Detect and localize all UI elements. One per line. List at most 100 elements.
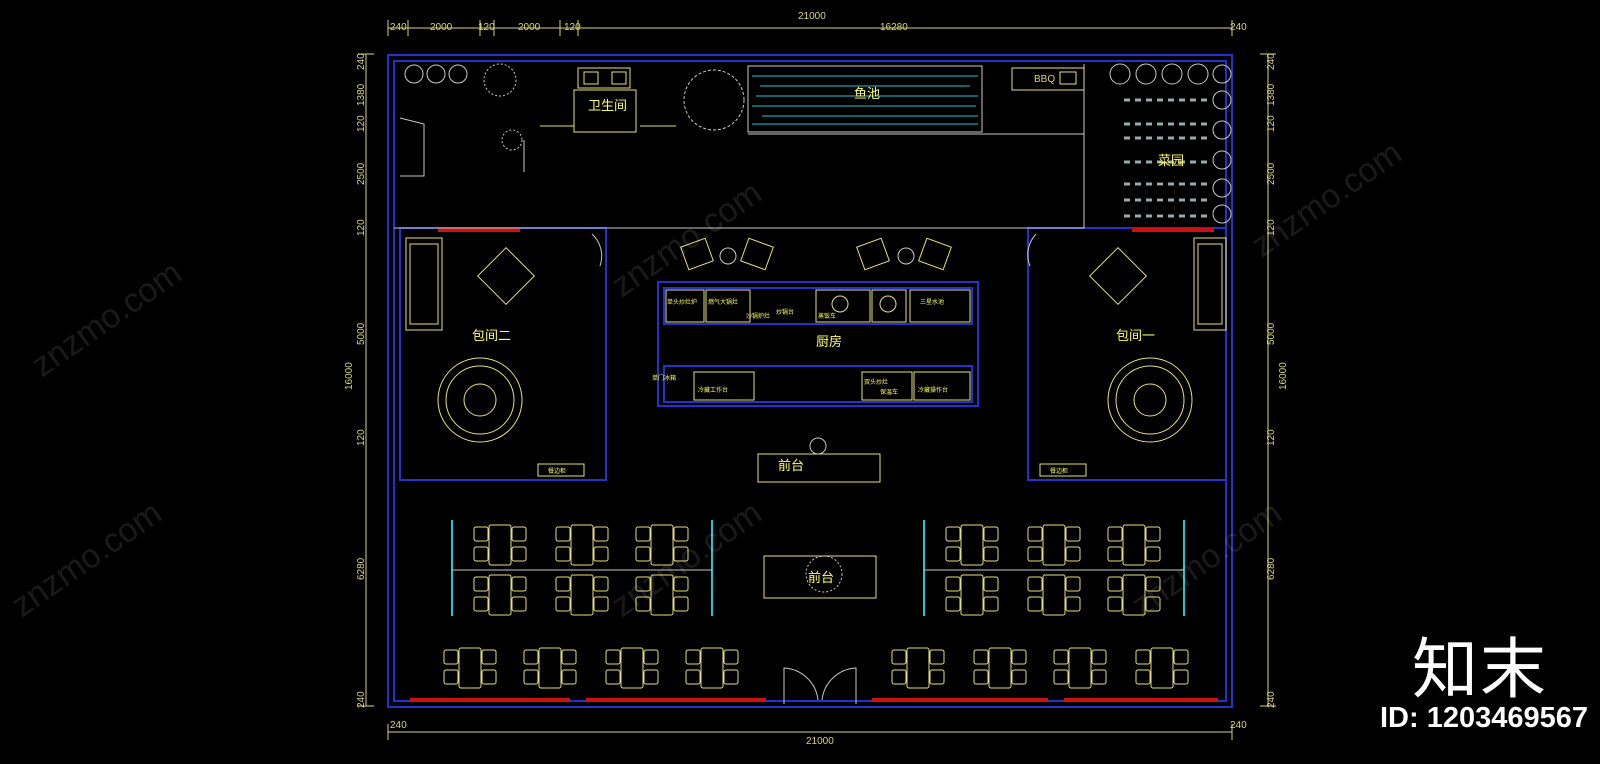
dining-chair bbox=[561, 669, 577, 685]
dining-table bbox=[488, 524, 512, 566]
dining-chair bbox=[1145, 576, 1161, 592]
dining-chair bbox=[1091, 649, 1107, 665]
svg-text:240: 240 bbox=[356, 691, 367, 708]
dining-chair bbox=[511, 576, 527, 592]
dining-chair bbox=[635, 526, 651, 542]
dining-chair bbox=[1027, 576, 1043, 592]
kitchen-labels: 单头炒灶炉 燃气大锅灶 沙锅炉灶 炒锅台 蒸饭车 三星水池 单门冰箱 冷藏工作台… bbox=[652, 298, 948, 396]
svg-text:120: 120 bbox=[356, 115, 367, 132]
dining-chair bbox=[1145, 546, 1161, 562]
dimension-lines bbox=[358, 20, 1276, 740]
dining-table bbox=[960, 574, 984, 616]
dim-top-0: 240 bbox=[390, 22, 407, 33]
dim-top-3: 2000 bbox=[518, 22, 541, 33]
dining-chair bbox=[983, 576, 999, 592]
dining-chair bbox=[473, 596, 489, 612]
dining-chair bbox=[1065, 596, 1081, 612]
dining-table bbox=[1150, 647, 1174, 689]
svg-text:三星水池: 三星水池 bbox=[920, 298, 944, 306]
dining-chair bbox=[723, 649, 739, 665]
kitchen-stools bbox=[680, 237, 952, 271]
dining-table bbox=[1042, 524, 1066, 566]
dining-table bbox=[650, 574, 674, 616]
room-label-toilet: 卫生间 bbox=[588, 99, 627, 114]
dim-top-7: 240 bbox=[1230, 22, 1247, 33]
dining-chair bbox=[561, 649, 577, 665]
dining-chair bbox=[443, 669, 459, 685]
dining-chair bbox=[1027, 526, 1043, 542]
dining-chair bbox=[673, 546, 689, 562]
dining-chair bbox=[1053, 649, 1069, 665]
room-label-private-two: 包间二 bbox=[472, 329, 511, 344]
dining-chair bbox=[685, 669, 701, 685]
dining-chair bbox=[945, 526, 961, 542]
dining-chair bbox=[593, 546, 609, 562]
dining-chair bbox=[1027, 596, 1043, 612]
kitchen-equipment bbox=[665, 289, 971, 401]
dimension-text-left: 240 1380 120 2500 120 5000 16000 120 628… bbox=[344, 53, 367, 708]
dining-chair bbox=[511, 526, 527, 542]
svg-text:单头炒灶炉: 单头炒灶炉 bbox=[667, 298, 697, 306]
svg-text:16000: 16000 bbox=[1278, 362, 1289, 390]
dining-table bbox=[570, 524, 594, 566]
room-label-garden: 菜园 bbox=[1158, 154, 1184, 169]
dining-chair bbox=[1107, 526, 1123, 542]
bar-counter bbox=[763, 555, 877, 599]
svg-text:燃气大锅灶: 燃气大锅灶 bbox=[708, 298, 738, 306]
dining-chair bbox=[1107, 576, 1123, 592]
dining-chair bbox=[481, 669, 497, 685]
svg-text:120: 120 bbox=[1266, 115, 1277, 132]
svg-text:240: 240 bbox=[1266, 53, 1277, 70]
dining-chair bbox=[523, 649, 539, 665]
dining-chair bbox=[1053, 669, 1069, 685]
dining-table bbox=[700, 647, 724, 689]
dining-chair bbox=[555, 576, 571, 592]
svg-text:冷藏工作台: 冷藏工作台 bbox=[698, 386, 728, 394]
dining-table bbox=[1042, 574, 1066, 616]
svg-text:2500: 2500 bbox=[356, 162, 367, 185]
room-label-private-one: 包间一 bbox=[1116, 329, 1155, 344]
dining-chair bbox=[593, 576, 609, 592]
red-windows bbox=[410, 228, 1218, 702]
dim-bottom-0: 240 bbox=[390, 720, 407, 731]
dining-chair bbox=[1065, 546, 1081, 562]
dining-chair bbox=[1135, 649, 1151, 665]
sideboard-label-left: 餐边柜 bbox=[548, 467, 566, 475]
dining-chair bbox=[1145, 526, 1161, 542]
dim-top-2: 120 bbox=[478, 22, 495, 33]
dim-top-1: 2000 bbox=[430, 22, 453, 33]
dining-chair bbox=[1107, 596, 1123, 612]
dining-chair bbox=[635, 576, 651, 592]
dining-chair bbox=[643, 669, 659, 685]
private-room-one-furniture bbox=[1039, 237, 1227, 477]
brand-logo: 知末 bbox=[1412, 631, 1548, 708]
svg-text:120: 120 bbox=[356, 219, 367, 236]
dining-chair bbox=[605, 669, 621, 685]
dining-table bbox=[906, 647, 930, 689]
dining-chair bbox=[685, 649, 701, 665]
dining-chair bbox=[891, 669, 907, 685]
dining-chair bbox=[983, 596, 999, 612]
dining-chair bbox=[635, 596, 651, 612]
dining-chair bbox=[473, 576, 489, 592]
svg-text:120: 120 bbox=[356, 429, 367, 446]
dining-chair bbox=[511, 596, 527, 612]
dim-bottom-total: 21000 bbox=[806, 736, 834, 747]
svg-text:沙锅炉灶: 沙锅炉灶 bbox=[746, 312, 770, 320]
dining-chair bbox=[945, 596, 961, 612]
svg-text:保温车: 保温车 bbox=[880, 388, 898, 396]
dining-chair bbox=[605, 649, 621, 665]
dimension-text-right: 240 1380 120 2500 120 5000 16000 120 628… bbox=[1266, 53, 1289, 708]
dining-table bbox=[538, 647, 562, 689]
dining-table bbox=[458, 647, 482, 689]
dining-chair bbox=[473, 526, 489, 542]
interior-lines bbox=[394, 64, 1085, 229]
dining-chair bbox=[1065, 576, 1081, 592]
dim-top-4: 120 bbox=[564, 22, 581, 33]
svg-text:炒锅台: 炒锅台 bbox=[776, 308, 794, 316]
dining-chair bbox=[945, 576, 961, 592]
walls bbox=[387, 54, 1233, 708]
dining-table bbox=[1122, 524, 1146, 566]
dining-table bbox=[988, 647, 1012, 689]
